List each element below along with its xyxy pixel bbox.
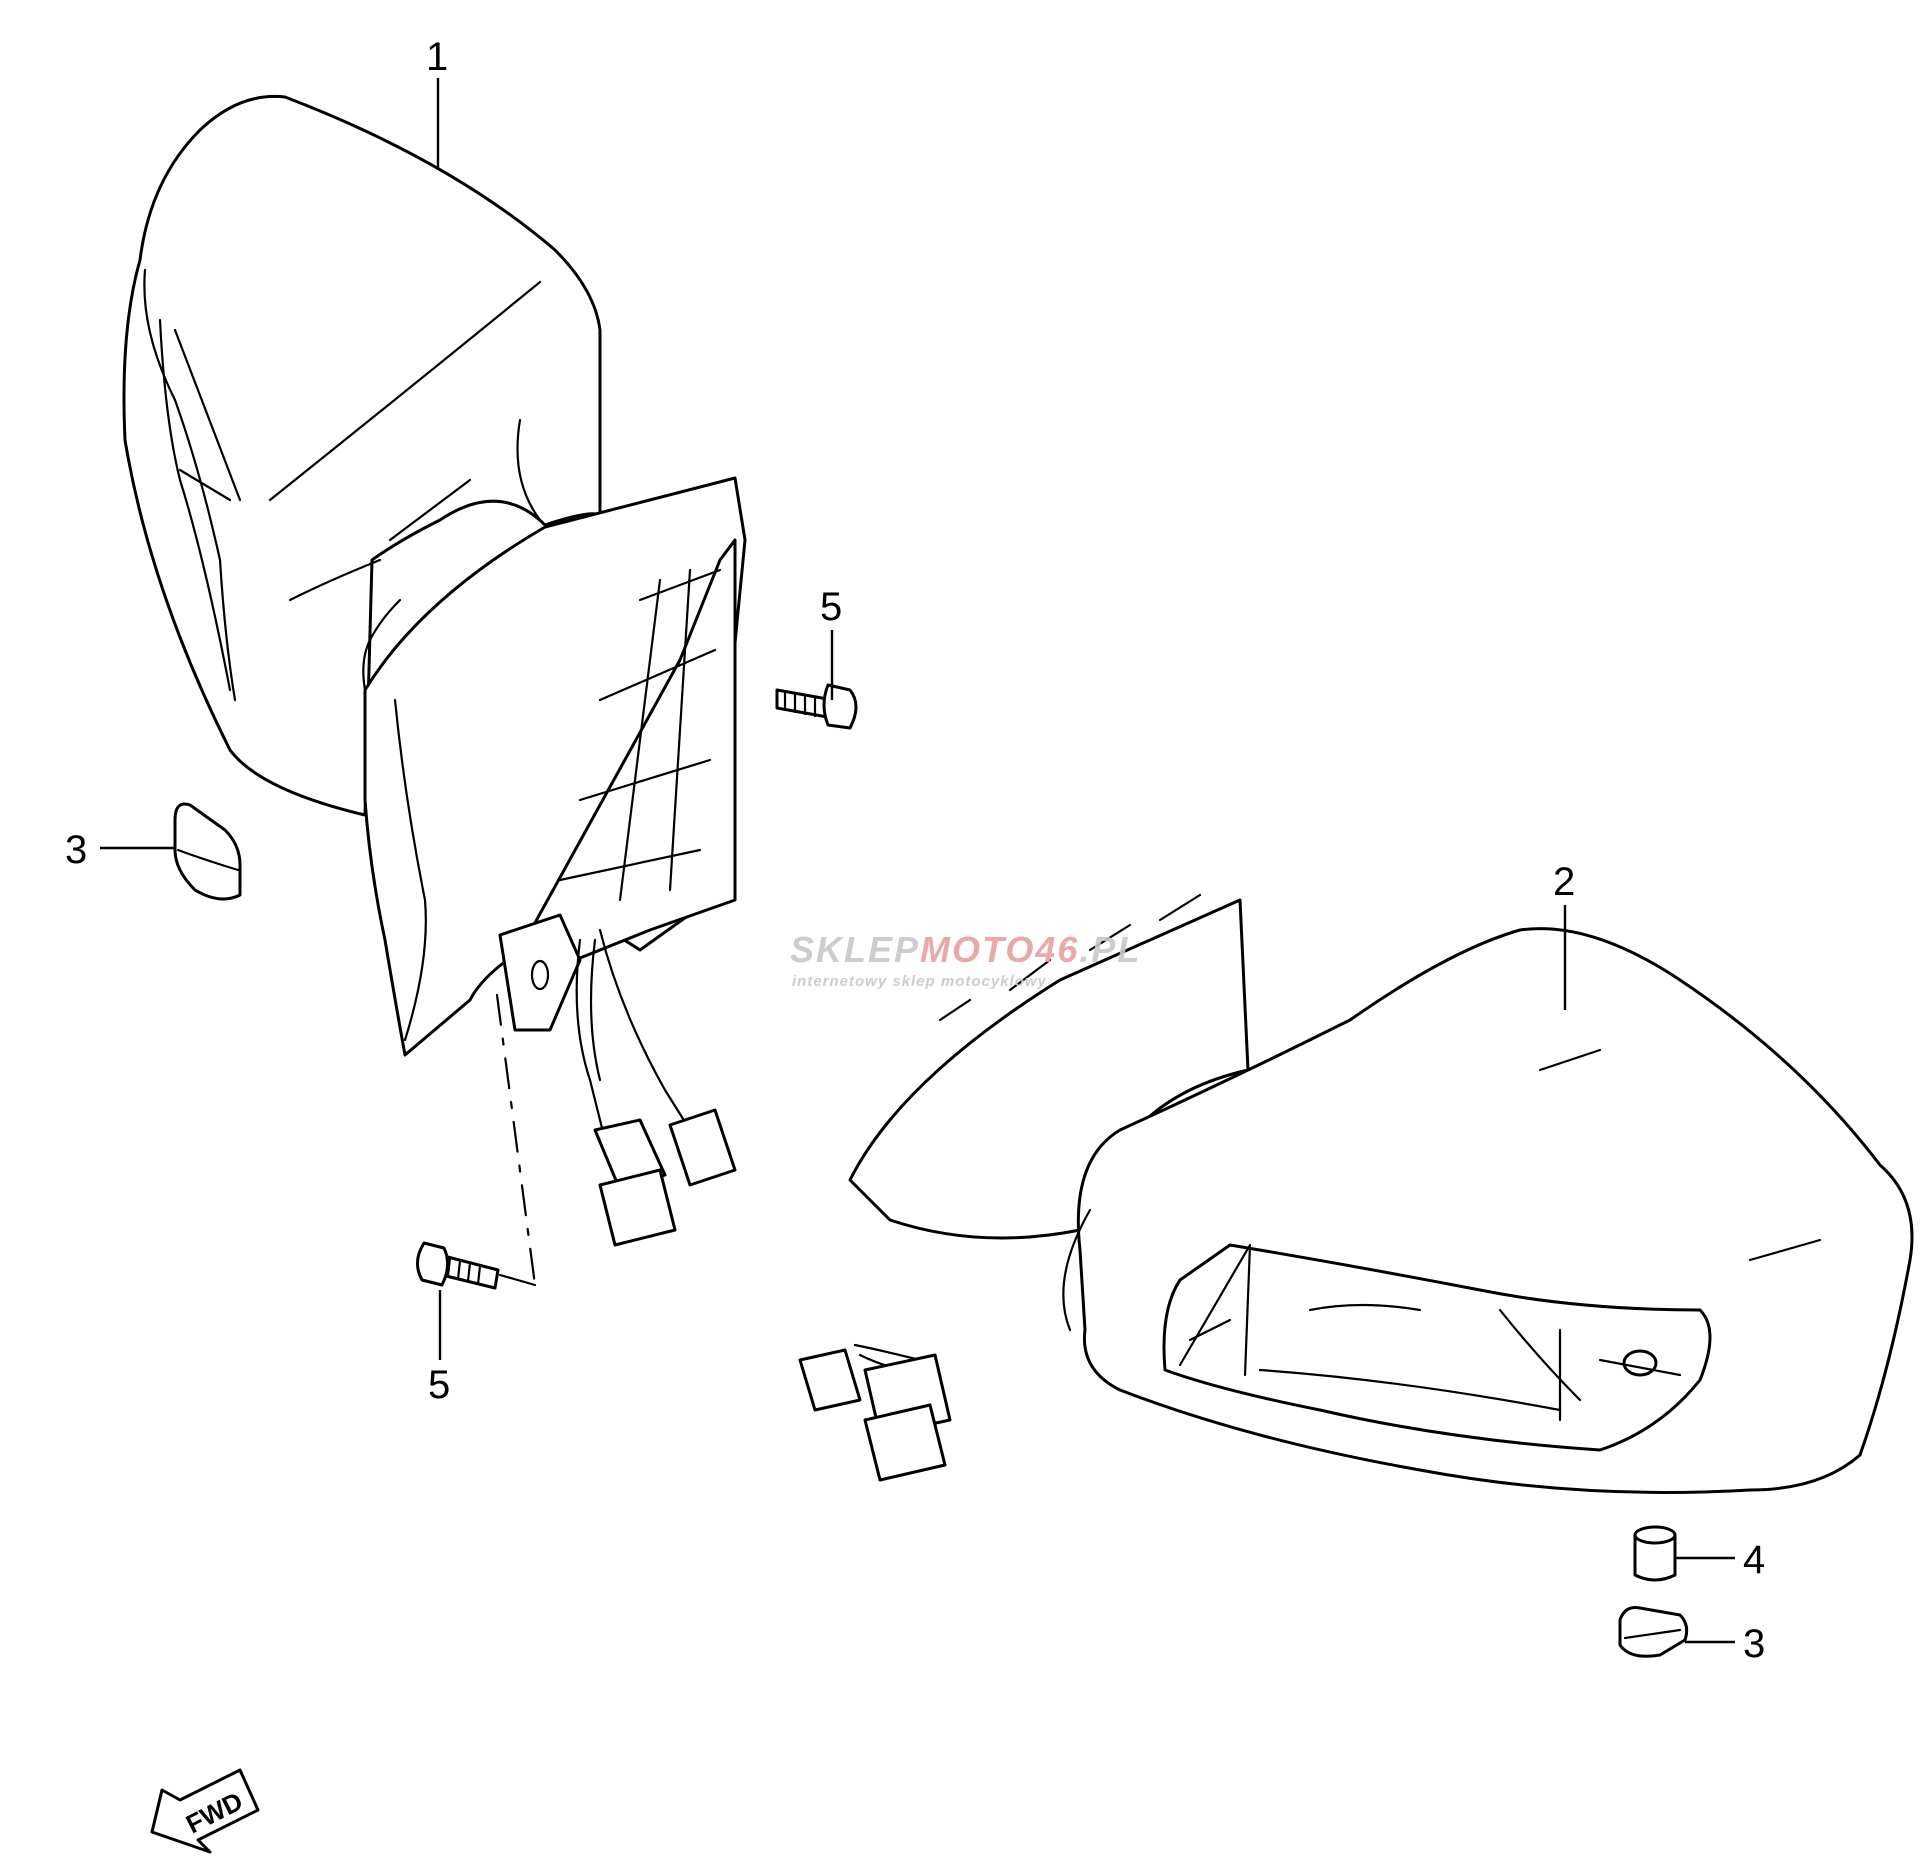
screw-lower[interactable]	[416, 1241, 500, 1290]
svg-text:SKLEPMOTO46.PL: SKLEPMOTO46.PL	[790, 929, 1141, 970]
watermark-brand-1: SKLEP	[790, 929, 920, 970]
screw-upper[interactable]	[775, 683, 858, 730]
callout-part-3-left: 3	[65, 828, 87, 872]
watermark-tagline: internetowy sklep motocyklowy	[792, 973, 1047, 990]
forward-arrow-icon: FWD	[150, 1768, 260, 1854]
grommet-right[interactable]	[1618, 1606, 1689, 1658]
grommet-left[interactable]	[173, 802, 242, 901]
spacer[interactable]	[1633, 1525, 1677, 1582]
callout-part-1: 1	[426, 35, 448, 79]
watermark-brand-3: 46	[1034, 929, 1079, 970]
callout-part-5-lower: 5	[428, 1363, 450, 1407]
callout-part-2: 2	[1553, 860, 1575, 904]
watermark-brand-2: MOTO	[920, 929, 1035, 970]
watermark: SKLEPMOTO46.PL internetowy sklep motocyk…	[790, 929, 1141, 990]
callout-part-3-right: 3	[1743, 1622, 1765, 1666]
watermark-brand-4: .PL	[1079, 929, 1141, 970]
callout-part-5-upper: 5	[820, 585, 842, 629]
right-mirror-assembly[interactable]	[798, 893, 1914, 1494]
callout-part-4: 4	[1743, 1538, 1765, 1582]
left-mirror-assembly[interactable]	[122, 94, 747, 1287]
